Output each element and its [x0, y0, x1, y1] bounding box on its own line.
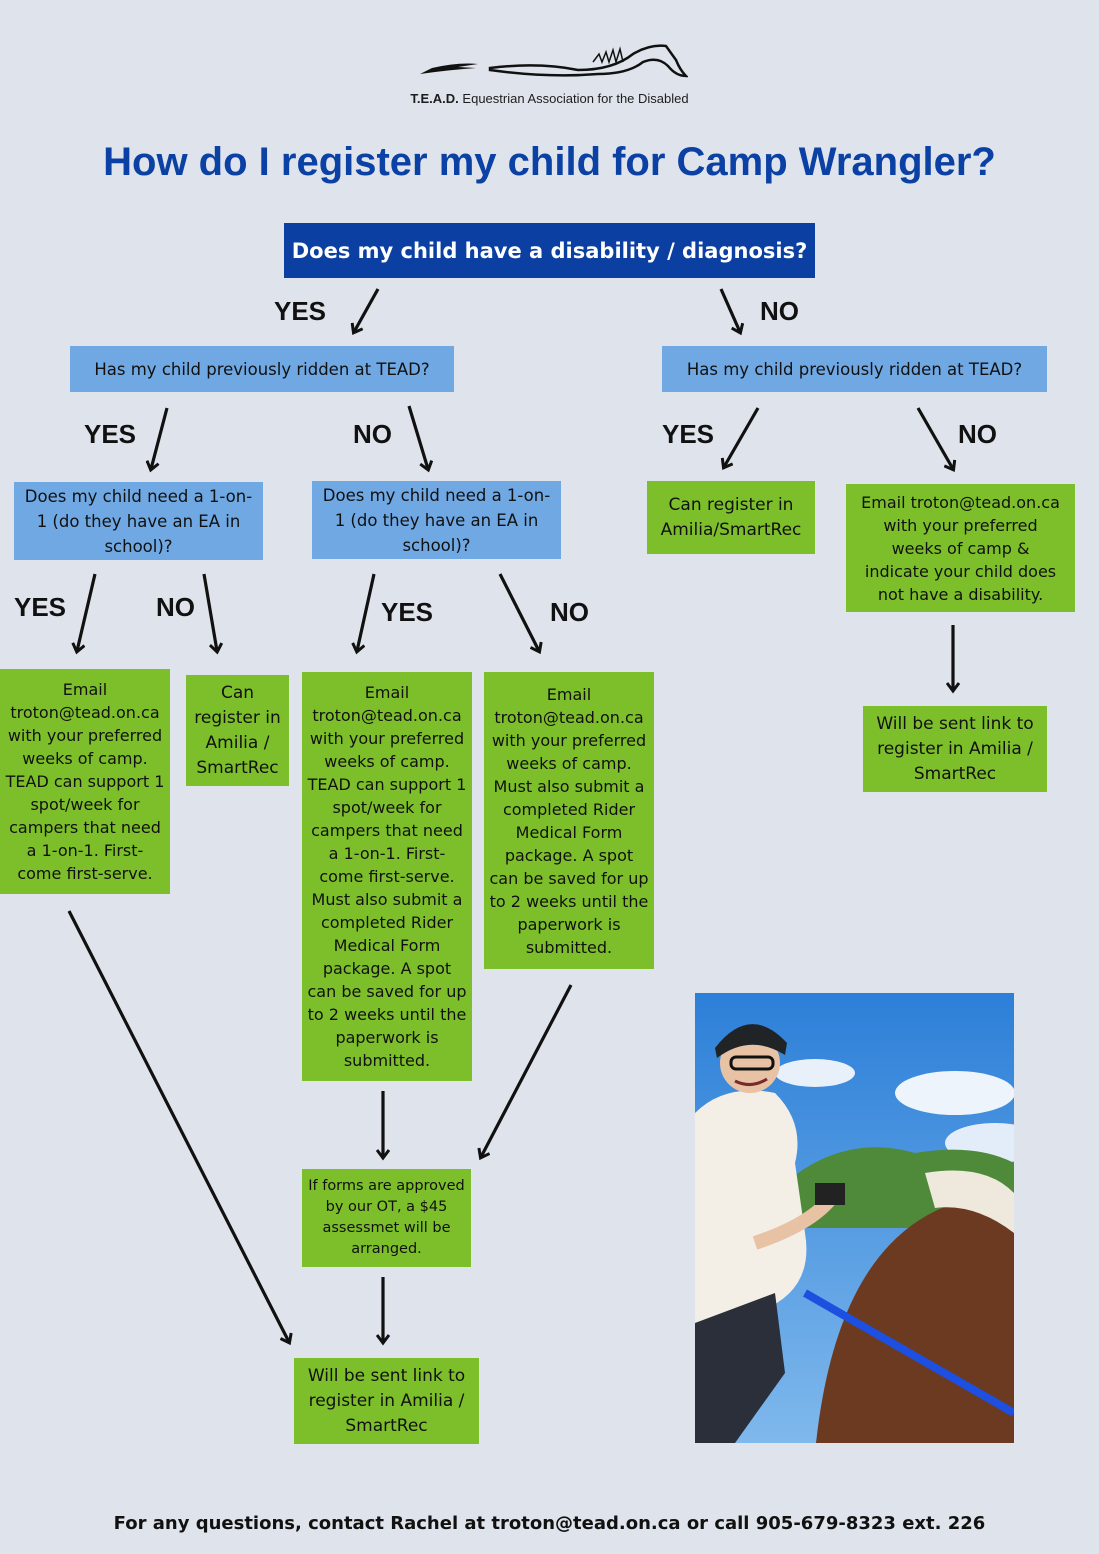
footer-contact: For any questions, contact Rachel at tro…	[113, 1513, 986, 1534]
arrow-right-no	[916, 407, 953, 469]
label-no-right: NO	[958, 419, 997, 449]
arrow-a-yes	[77, 573, 97, 651]
label-yes-left: YES	[84, 419, 137, 449]
sent-link-box-right: Will be sent link to register in Amilia …	[863, 706, 1047, 792]
label-no-a: NO	[156, 592, 195, 622]
sent-link-box-bottom: Will be sent link to register in Amilia …	[294, 1358, 479, 1444]
email-no-disability-box: Email troton@tead.on.ca with your prefer…	[846, 484, 1075, 612]
label-yes-right: YES	[662, 419, 715, 449]
label-yes-start: YES	[274, 296, 327, 326]
forms-approved-box: If forms are approved by our OT, a $45 a…	[302, 1169, 471, 1267]
arrow-1on1-to-link	[67, 910, 289, 1342]
arrow-medical-to-forms	[481, 984, 573, 1157]
rider-photo	[695, 993, 1014, 1443]
arrow-left-yes	[151, 407, 169, 469]
start-question: Does my child have a disability / diagno…	[284, 223, 815, 278]
arrow-b-yes	[357, 573, 376, 651]
arrow-a-no	[202, 573, 217, 651]
label-yes-b: YES	[381, 597, 434, 627]
label-no-left: NO	[353, 419, 392, 449]
can-register-box-a: Can register in Amilia / SmartRec	[186, 675, 289, 786]
ridden-question-left: Has my child previously ridden at TEAD?	[70, 346, 454, 392]
tead-logo	[420, 44, 688, 78]
arrow-start-yes	[354, 288, 380, 332]
arrow-b-no	[498, 573, 539, 651]
need-1on1-question-a: Does my child need a 1-on-1 (do they hav…	[14, 482, 263, 560]
label-no-b: NO	[550, 597, 589, 627]
email-1on1-box: Email troton@tead.on.ca with your prefer…	[0, 669, 170, 894]
page-title: How do I register my child for Camp Wran…	[103, 140, 996, 184]
can-register-box-b: Can register in Amilia/SmartRec	[647, 481, 815, 554]
email-medical-box: Email troton@tead.on.ca with your prefer…	[484, 672, 654, 969]
arrow-start-no	[719, 288, 740, 332]
ridden-question-right: Has my child previously ridden at TEAD?	[662, 346, 1047, 392]
org-name: T.E.A.D. Equestrian Association for the …	[410, 91, 689, 106]
arrow-right-yes	[724, 407, 760, 467]
need-1on1-question-b: Does my child need a 1-on-1 (do they hav…	[312, 481, 561, 559]
email-1on1-medical-box: Email troton@tead.on.ca with your prefer…	[302, 672, 472, 1081]
arrow-left-no	[407, 405, 428, 469]
label-no-start: NO	[760, 296, 799, 326]
label-yes-a: YES	[14, 592, 67, 622]
